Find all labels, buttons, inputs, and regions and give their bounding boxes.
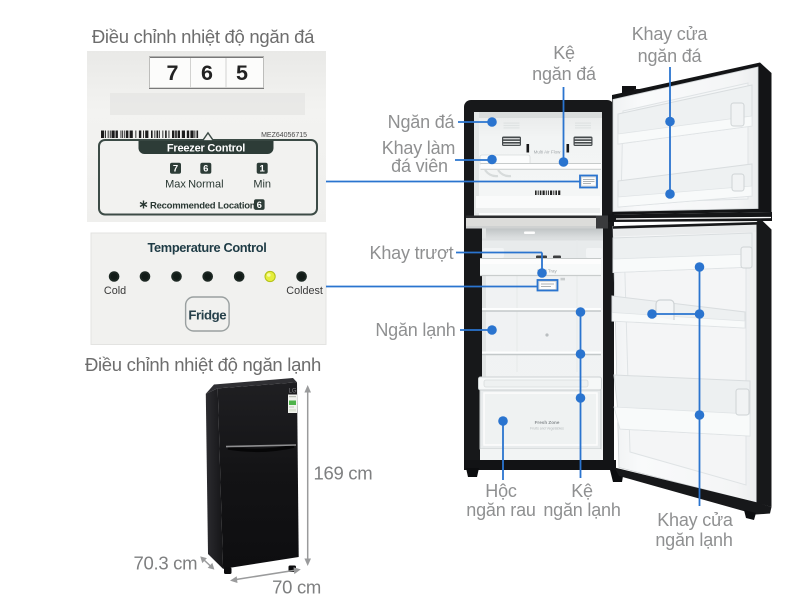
svg-text:Coldest: Coldest (286, 285, 323, 297)
svg-text:LG: LG (288, 389, 296, 395)
svg-text:70 cm: 70 cm (272, 577, 321, 598)
svg-text:Temperature Control: Temperature Control (148, 240, 267, 255)
svg-text:Điều chỉnh nhiệt độ ngăn lạnh: Điều chỉnh nhiệt độ ngăn lạnh (85, 354, 321, 375)
svg-text:7: 7 (167, 61, 179, 85)
svg-text:Hộc: Hộc (485, 481, 517, 501)
svg-text:ngăn đá: ngăn đá (532, 64, 597, 84)
svg-text:70.3 cm: 70.3 cm (134, 553, 198, 574)
svg-text:MEZ64056715: MEZ64056715 (261, 132, 307, 139)
svg-text:Fresh Zone: Fresh Zone (535, 420, 560, 425)
svg-text:Kệ: Kệ (553, 43, 575, 63)
svg-text:Multi Air Flow: Multi Air Flow (534, 150, 562, 155)
svg-text:Fruits and Vegetables: Fruits and Vegetables (530, 427, 564, 431)
svg-text:ngăn đá: ngăn đá (638, 46, 703, 66)
svg-text:ngăn rau: ngăn rau (466, 500, 535, 520)
svg-text:Multi Tray: Multi Tray (537, 269, 557, 274)
svg-text:7: 7 (173, 164, 178, 175)
svg-text:Fridge: Fridge (188, 308, 226, 323)
svg-text:Freezer Control: Freezer Control (167, 142, 245, 154)
svg-text:Kệ: Kệ (571, 481, 593, 501)
svg-text:169 cm: 169 cm (314, 463, 373, 484)
svg-text:6: 6 (201, 61, 213, 85)
svg-text:Ngăn đá: Ngăn đá (388, 112, 456, 132)
svg-text:Cold: Cold (104, 285, 126, 297)
svg-text:ngăn lạnh: ngăn lạnh (655, 530, 732, 550)
svg-text:Khay cửa: Khay cửa (657, 510, 734, 530)
svg-text:ngăn lạnh: ngăn lạnh (543, 500, 620, 520)
svg-text:5: 5 (236, 61, 248, 85)
svg-text:Điều chỉnh nhiệt độ ngăn đá: Điều chỉnh nhiệt độ ngăn đá (92, 26, 315, 47)
svg-text:Recommended Location: Recommended Location (150, 201, 256, 212)
svg-text:1: 1 (260, 164, 266, 175)
svg-text:đá viên: đá viên (391, 156, 448, 176)
svg-text:6: 6 (257, 200, 262, 211)
svg-text:Normal: Normal (188, 179, 223, 191)
svg-text:Khay trượt: Khay trượt (370, 243, 454, 263)
svg-text:Khay cửa: Khay cửa (632, 24, 709, 44)
svg-text:6: 6 (203, 164, 208, 175)
svg-text:Ngăn lạnh: Ngăn lạnh (375, 320, 455, 340)
svg-text:Min: Min (253, 179, 271, 191)
svg-text:Khay làm: Khay làm (382, 138, 455, 158)
svg-text:Max: Max (165, 179, 186, 191)
